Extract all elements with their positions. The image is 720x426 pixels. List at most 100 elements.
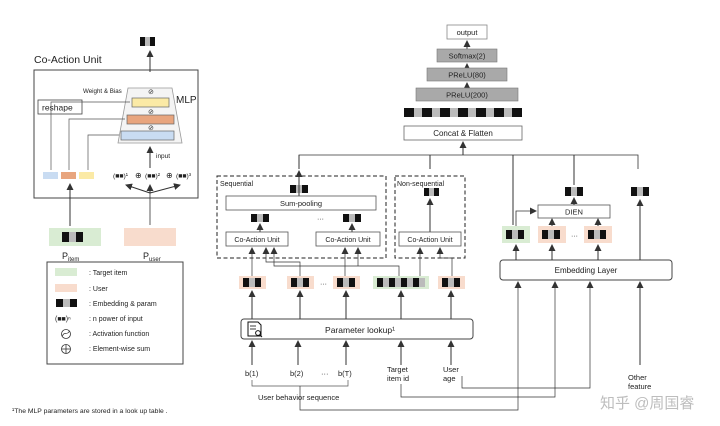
plus-symbol-1: ⊕ (135, 171, 142, 180)
nonseq-output-embedding (424, 188, 439, 196)
concat-bus (298, 154, 639, 169)
co-action-unit-1-label: Co-Action Unit (234, 237, 279, 244)
parameter-lookup-box (240, 318, 474, 340)
p-user-label: Puser (143, 251, 161, 263)
non-sequential-label: Non-sequential (397, 181, 445, 188)
behavior-sequence-bracket (251, 380, 349, 387)
other-feature-line1: Other (628, 373, 647, 382)
prelu80-label: PReLU(80) (448, 71, 486, 80)
co-action-unit-box-2 (315, 231, 381, 247)
plus-symbol-2: ⊕ (166, 171, 173, 180)
input-b2: b(2) (290, 369, 304, 378)
dien-ellipsis: ··· (571, 233, 578, 240)
output-label: output (457, 28, 479, 37)
input-b1: b(1) (245, 369, 259, 378)
output-box (446, 24, 488, 40)
main-network: output Softmax(2) PReLU(80) PReLU(200) C… (216, 24, 694, 412)
sum-pooling-box (225, 195, 377, 211)
prelu200-box (415, 87, 519, 102)
concat-flatten-label: Concat & Flatten (433, 129, 493, 138)
legend-target-swatch (55, 268, 77, 276)
reshape-box (37, 99, 83, 115)
parameter-lookup-label: Parameter lookup¹ (325, 325, 395, 335)
co-action-unit-title: Co-Action Unit (34, 54, 102, 66)
legend-power-label: : n power of input (89, 316, 143, 323)
watermark: 知乎 @周国睿 (600, 395, 694, 412)
mlp-layer-orange (126, 114, 175, 125)
other-feature-line2: feature (628, 382, 651, 391)
b2-embedding (291, 278, 309, 287)
p-item-label: Pitem (62, 251, 79, 263)
user-behavior-sequence-label: User behavior sequence (258, 393, 339, 402)
co-action-unit-box-3 (398, 231, 462, 247)
prelu80-box (426, 67, 508, 82)
legend-embedding-label: : Embedding & param (89, 301, 157, 308)
seq-embedding-2 (343, 214, 361, 222)
target-embedding (377, 278, 425, 287)
legend-activation-label: : Activation function (89, 331, 149, 338)
dien-label: DIEN (565, 208, 583, 217)
legend-user-label: : User (89, 286, 108, 293)
b2-to-cau1 (262, 247, 301, 276)
legend-embedding-swatch (56, 299, 77, 307)
seq-embedding-1 (251, 214, 269, 222)
dien-input-embedding-1 (506, 230, 524, 239)
p-user-arrow-left (125, 183, 151, 194)
user-age-line1: User (443, 365, 459, 374)
legend-user-swatch (55, 284, 77, 292)
age-to-cau3 (436, 247, 453, 276)
mlp-output-embedding (140, 37, 155, 46)
legend: : Target item : User : Embedding & param… (46, 261, 184, 365)
mlp-layer-yellow (131, 97, 170, 108)
mlp-layer-blue (120, 130, 175, 141)
lookup-document-icon (247, 321, 263, 338)
p-item-embedding (62, 232, 83, 242)
dien-output-embedding (565, 187, 583, 196)
input-ellipsis: ··· (321, 369, 329, 378)
co-action-unit-frame (33, 69, 199, 199)
legend-power-symbol: (■■)ⁿ (55, 316, 71, 323)
power-term-2: (■■)² (145, 173, 161, 180)
weight-line-2 (68, 118, 125, 170)
weight-bias-label: Weight & Bias (83, 88, 122, 95)
input-bt: b(T) (338, 369, 352, 378)
legend-target-label: : Target item (89, 270, 128, 277)
sequential-label: Sequential (220, 181, 254, 188)
co-action-unit-3-label: Co-Action Unit (407, 237, 452, 244)
co-action-unit-panel: Co-Action Unit MLP Weight & Bias ⊘ ⊘ ⊘ r… (33, 37, 199, 263)
target-item-id-line2: item id (387, 374, 409, 383)
target-to-embedding-line (400, 281, 559, 398)
power-term-1: (■■)¹ (113, 173, 129, 180)
mlp-label: MLP (176, 95, 197, 106)
co-action-unit-box-1 (225, 231, 289, 247)
target-to-cau-seq (270, 247, 400, 276)
target-item-id-line1: Target (387, 365, 409, 374)
embedding-layer-box (499, 259, 673, 281)
legend-sum-label: : Element-wise sum (89, 346, 150, 353)
weight-slice-orange (61, 172, 76, 179)
other-feature-output-embedding (631, 187, 649, 196)
weight-slice-blue (43, 172, 58, 179)
age-to-embedding-line (461, 281, 594, 389)
age-embedding (442, 278, 460, 287)
softmax-box (436, 48, 498, 63)
concat-output-embedding (404, 108, 522, 117)
bt-embedding (337, 278, 355, 287)
user-age-line2: age (443, 374, 456, 383)
b1-embedding (243, 278, 261, 287)
softmax-label: Softmax(2) (449, 52, 486, 61)
activation-symbol-1: ⊘ (148, 89, 154, 96)
activation-symbol-2: ⊘ (148, 109, 154, 116)
footnote: ¹The MLP parameters are stored in a look… (12, 408, 168, 415)
input-label: input (156, 153, 170, 160)
weight-line-1 (50, 101, 130, 170)
behavior-to-embedding-line (299, 281, 522, 411)
prelu200-label: PReLU(200) (446, 91, 488, 100)
weight-slice-yellow (79, 172, 94, 179)
co-action-unit-2-label: Co-Action Unit (325, 237, 370, 244)
p-user-box (124, 228, 176, 246)
emb-ellipsis: ··· (320, 281, 327, 288)
dien-input-embedding-2 (542, 230, 560, 239)
activation-symbol-3: ⊘ (148, 125, 154, 132)
